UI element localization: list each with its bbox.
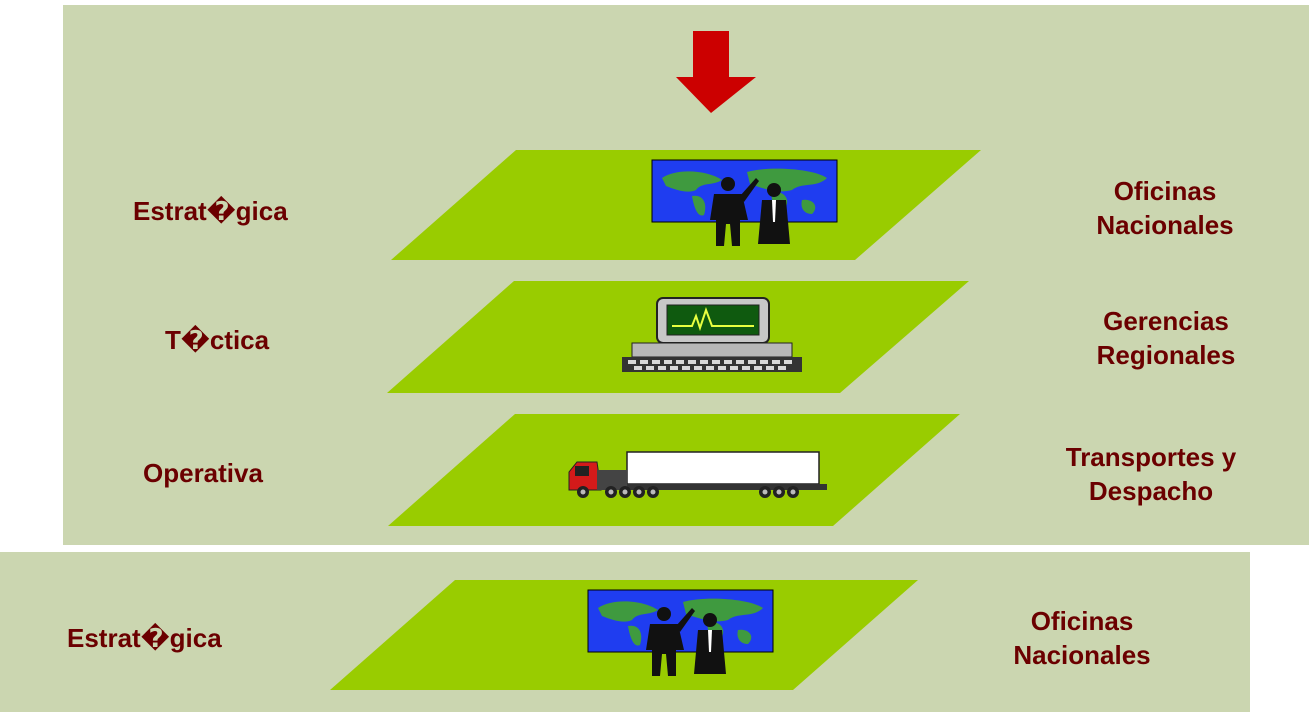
dept-line-2: Nacionales [1013,640,1151,670]
truck-icon [568,451,827,498]
dept-line-1: Oficinas [1030,606,1134,636]
level-label-operational: Operativa [143,458,263,488]
dept-label-strategic: Oficinas Nacionales [1096,174,1233,242]
dept-line-1: Gerencias [1103,306,1229,336]
dept-line-1: Transportes y [1065,442,1237,472]
dept-line-2: Despacho [1088,476,1214,506]
down-arrow-icon [676,31,756,113]
world-map-businessmen-icon [651,159,838,246]
computer-terminal-icon [622,297,802,372]
dept-label-tactical: Gerencias Regionales [1097,304,1236,372]
dept-label-strategic-detail: Oficinas Nacionales [1013,604,1150,672]
dept-line-1: Oficinas [1113,176,1217,206]
dept-label-operational: Transportes y Despacho [1066,440,1237,508]
level-label-tactical: T�ctica [165,325,270,355]
world-map-businessmen-icon [587,589,774,676]
dept-line-2: Nacionales [1096,210,1234,240]
dept-line-2: Regionales [1096,340,1236,370]
level-label-strategic: Estrat�gica [133,196,288,226]
level-label-strategic-detail: Estrat�gica [67,623,222,653]
